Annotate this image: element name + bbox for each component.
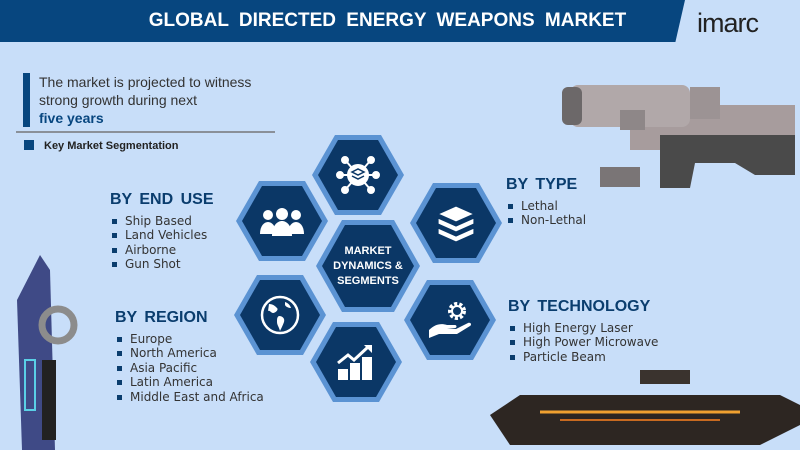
list-item: Ship Based [110,214,214,229]
hex-region [234,275,326,355]
intro-line-2: strong growth during next [39,92,197,108]
hex-growth [310,322,402,402]
top-right-weapon-image [562,85,795,188]
network-layers-icon [336,156,380,194]
list-item: High Energy Laser [508,321,658,336]
segment-title: BY END USE [110,191,214,208]
globe-icon [260,295,300,335]
divider [16,131,275,133]
boxes-icon [436,205,476,242]
list-item: Gun Shot [110,257,214,272]
segment-title: BY TYPE [506,176,578,193]
segment-title: BY TECHNOLOGY [508,298,651,315]
list-item: North America [115,346,264,361]
hex-technology [404,280,496,360]
center-line-3: SEGMENTS [337,274,399,287]
list-item: Land Vehicles [110,228,214,243]
hex-end-use [236,181,328,261]
segment-technology: BY TECHNOLOGY High Energy Laser High Pow… [508,298,658,365]
left-weapon-image [17,255,78,450]
list-item: Middle East and Africa [115,390,264,405]
title-banner: GLOBAL DIRECTED ENERGY WEAPONS MARKET [0,0,685,42]
intro-text: The market is projected to witness stron… [23,73,251,127]
list-item: Europe [115,332,264,347]
users-group-icon [260,208,304,236]
key-segmentation-text: Key Market Segmentation [44,140,179,152]
imarc-logo: imarc [697,8,759,38]
list-item: Airborne [110,243,214,258]
square-bullet-icon [24,140,34,150]
center-line-2: DYNAMICS & [333,259,403,272]
segment-end-use: BY END USE Ship Based Land Vehicles Airb… [110,191,214,272]
list-item: Lethal [506,199,586,214]
list-item: Particle Beam [508,350,658,365]
center-line-1: MARKET [344,244,392,257]
bottom-right-weapon-image [490,370,800,445]
list-item: Latin America [115,375,264,390]
segment-title: BY REGION [115,309,208,326]
growth-chart-icon [337,345,372,380]
segment-region: BY REGION Europe North America Asia Paci… [115,309,264,405]
hex-type [410,183,502,263]
segment-type: BY TYPE Lethal Non-Lethal [506,176,586,228]
page-title: GLOBAL DIRECTED ENERGY WEAPONS MARKET [148,10,627,31]
intro-highlight: five years [39,110,104,126]
hand-gear-icon [429,302,472,338]
intro-line-1: The market is projected to witness [39,74,252,90]
list-item: High Power Microwave [508,335,658,350]
hex-network [312,135,404,215]
list-item: Non-Lethal [506,213,586,228]
hex-center: MARKET DYNAMICS & SEGMENTS [316,220,420,312]
list-item: Asia Pacific [115,361,264,376]
key-segmentation-label: Key Market Segmentation [24,140,178,152]
